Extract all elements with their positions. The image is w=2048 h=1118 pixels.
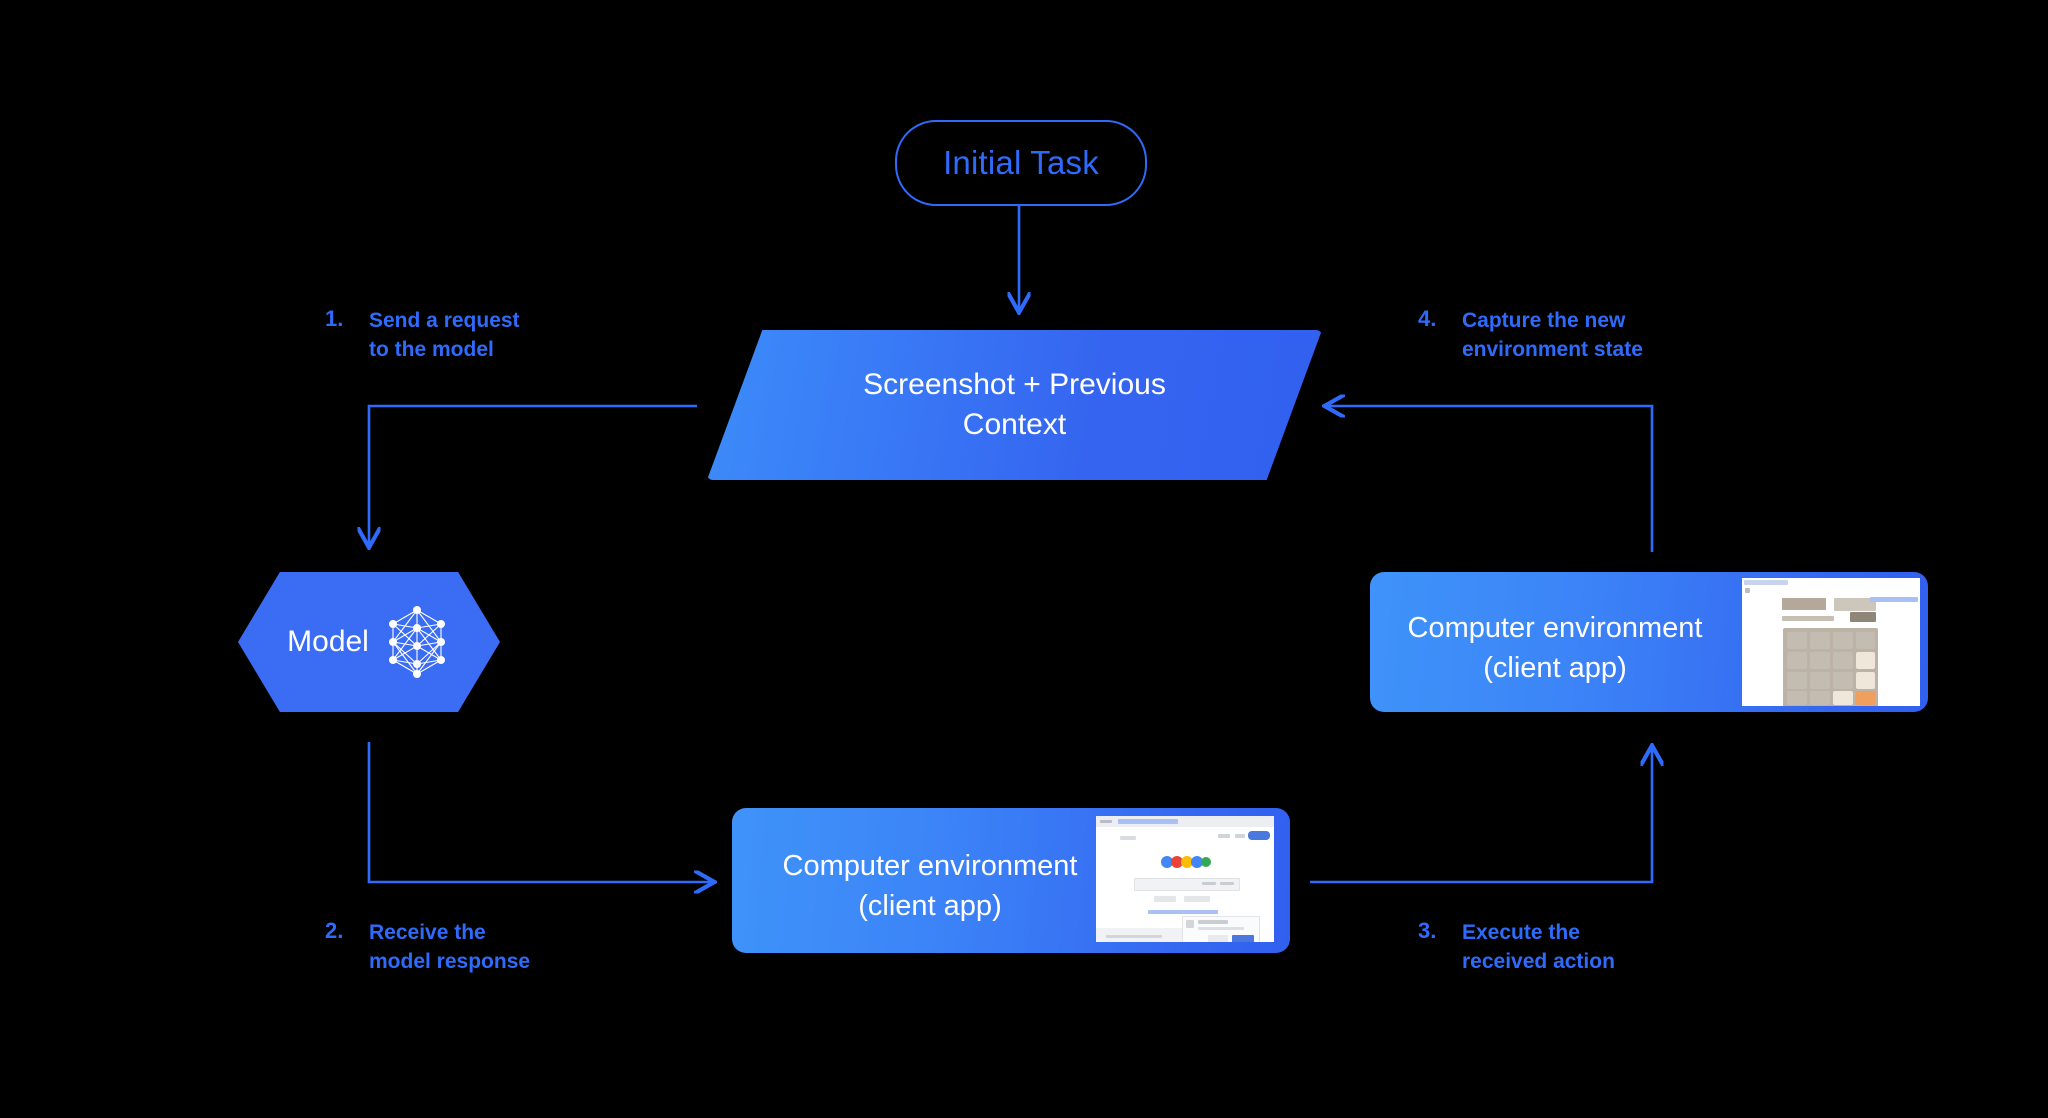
google-logo-icon	[1161, 856, 1211, 868]
step-1-caption: Send a request to the model	[369, 309, 520, 361]
step-2-label: 2. Receive the model response	[325, 918, 530, 976]
step-4-label: 4. Capture the new environment state	[1418, 306, 1643, 364]
screenshot-context-line2: Context	[962, 408, 1067, 441]
step-4-number: 4.	[1418, 306, 1437, 331]
hexagon-shape	[238, 572, 500, 712]
env-right-line1: Computer environment	[1407, 612, 1703, 644]
step-3-label: 3. Execute the received action	[1418, 918, 1615, 976]
model-node: Model	[238, 572, 500, 712]
env-bottom-label: Computer environment (client app)	[740, 846, 1120, 926]
env-right-label: Computer environment (client app)	[1370, 608, 1740, 688]
2048-game-thumbnail	[1742, 578, 1920, 706]
step-4-caption: Capture the new environment state	[1462, 309, 1643, 361]
step-1-label: 1. Send a request to the model	[325, 306, 520, 364]
env-right-line2: (client app)	[1483, 652, 1627, 684]
model-label: Model	[287, 625, 369, 658]
screenshot-context-node: Screenshot + Previous Context	[707, 330, 1322, 480]
step-2-caption: Receive the model response	[369, 921, 531, 973]
initial-task-node: Initial Task	[895, 120, 1147, 206]
env-bottom-line1: Computer environment	[782, 850, 1078, 882]
screenshot-context-label: Screenshot + Previous Context	[707, 330, 1322, 480]
google-search-thumbnail	[1096, 816, 1274, 942]
step-1-number: 1.	[325, 306, 344, 331]
env-bottom-line2: (client app)	[858, 890, 1002, 922]
step-2-number: 2.	[325, 918, 344, 943]
neural-network-icon	[388, 606, 445, 678]
step-3-caption: Execute the received action	[1462, 921, 1615, 973]
parallelogram-shape	[707, 330, 1322, 480]
screenshot-context-line1: Screenshot + Previous	[863, 368, 1166, 401]
step-3-number: 3.	[1418, 918, 1437, 943]
initial-task-label: Initial Task	[943, 144, 1099, 181]
